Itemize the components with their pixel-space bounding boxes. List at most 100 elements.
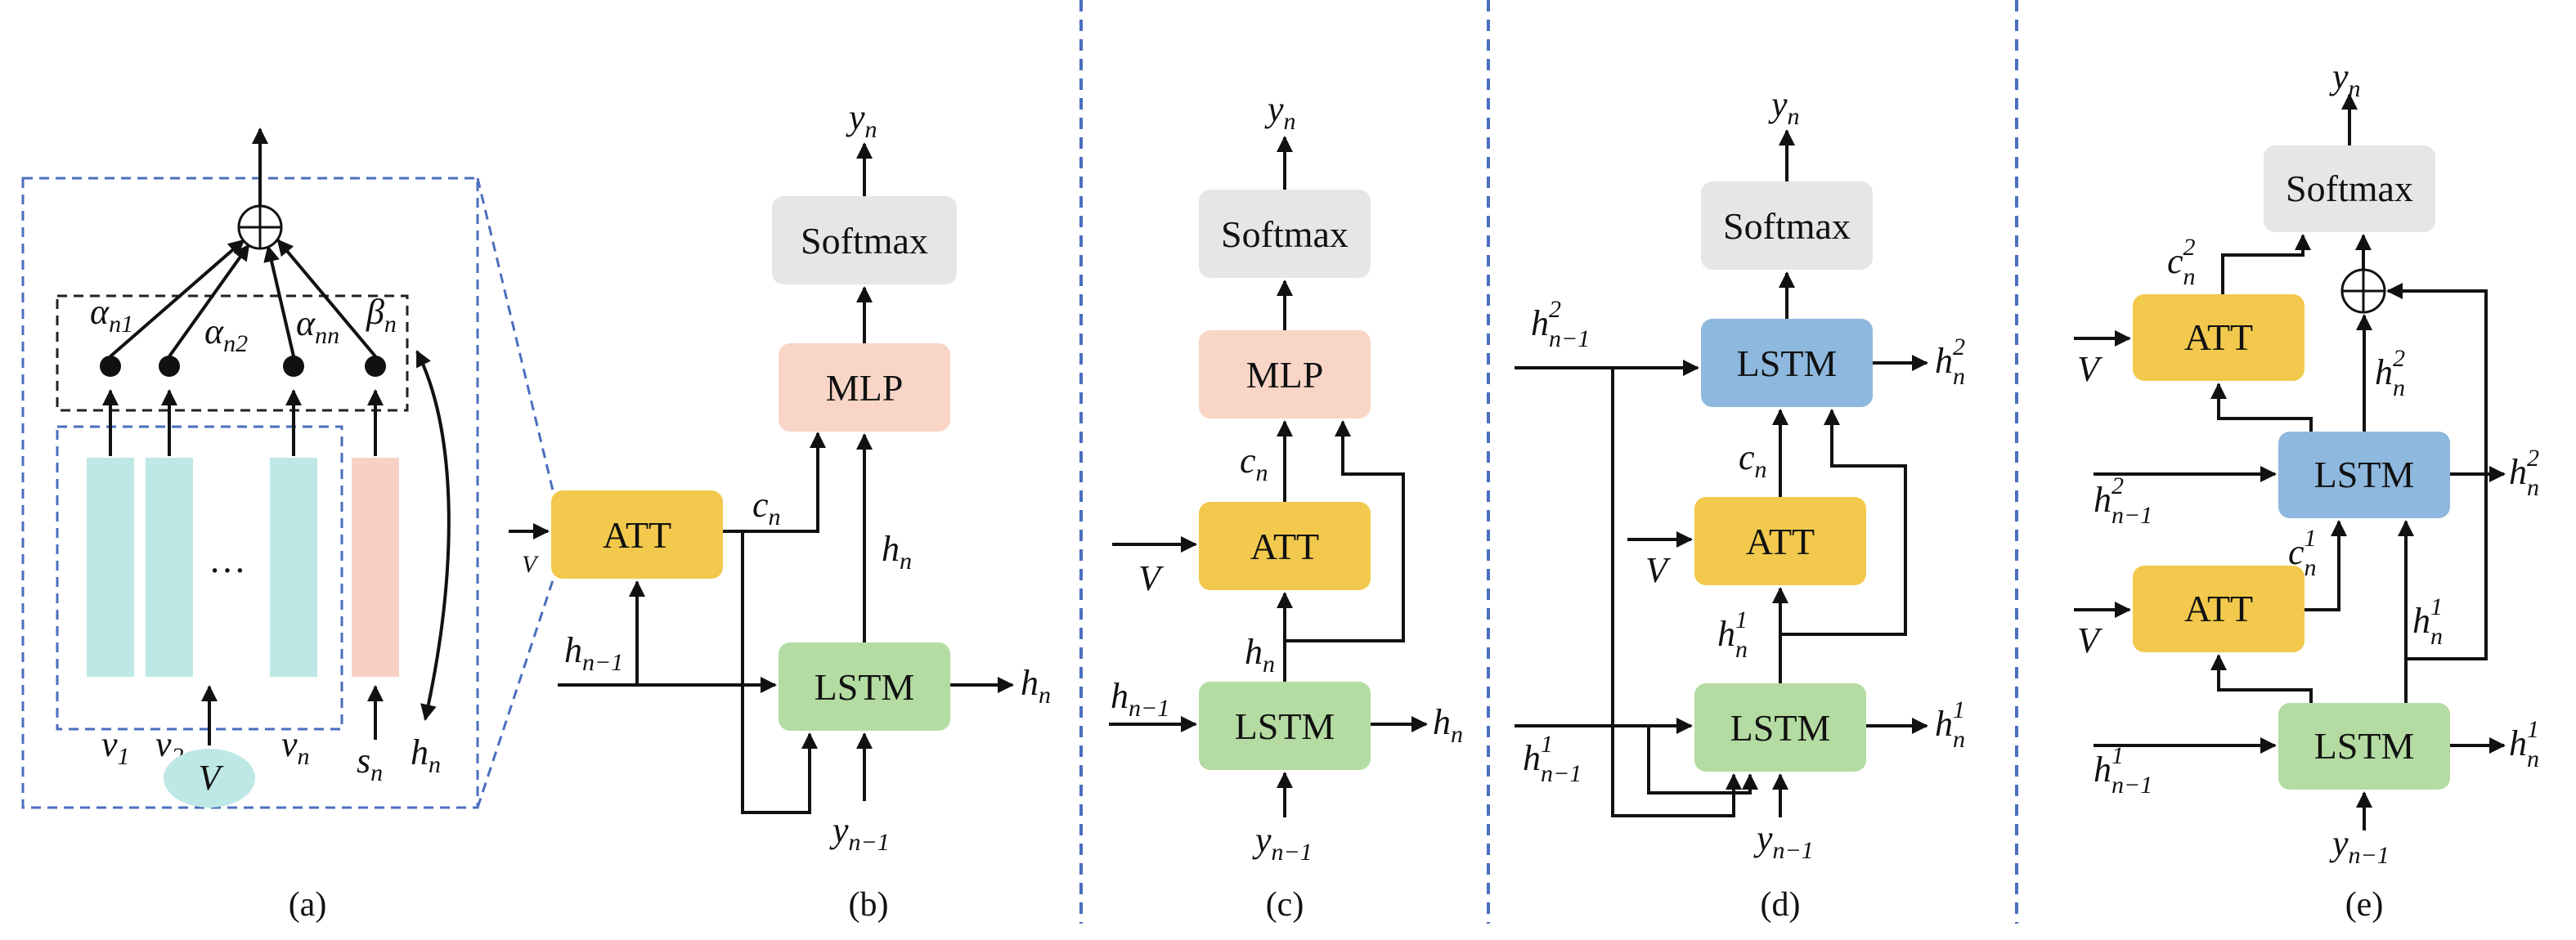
weight-dot-1 [100,356,121,377]
lstm2-box-e [2278,432,2450,518]
features-dashed-box [56,425,343,731]
weights-dashed-box [56,294,409,412]
label-hn-c-right: hn [1433,702,1463,748]
outer-dashed-box [21,177,479,809]
label-V2-e: V [2077,349,2103,389]
feature-bar-1 [87,458,134,677]
lstm2-box-d [1701,319,1873,407]
weight-dot-beta [365,356,386,377]
feature-bar-2 [146,458,193,677]
mlp-box-c [1199,330,1371,419]
lstm2-label-d: LSTM [1737,342,1838,384]
panel-label-c: (c) [1266,886,1304,924]
label-v1: v1 [101,724,130,770]
softmax-label-e: Softmax [2286,168,2413,209]
label-alpha-n2: αn2 [204,311,248,357]
label-V-b: V [522,551,540,578]
label-hnm1-c: hn−1 [1111,676,1169,722]
lstm1-label-e: LSTM [2314,725,2415,767]
softmax-box-e [2264,145,2435,232]
softmax-label-d: Softmax [1723,205,1851,247]
label-alpha-nn: αnn [296,303,339,349]
lstm-label-c: LSTM [1235,705,1335,747]
lstm1-label-d: LSTM [1730,707,1831,749]
label-cn-c: cn [1240,441,1268,486]
softmax-label-c: Softmax [1221,213,1349,255]
sentinel-bar [352,458,399,677]
panel-a: … v1 v2 vn V sn hn αn1 αn2 αnn βn [21,128,554,924]
att-box-c [1199,502,1371,590]
att2-box-e [2133,294,2304,381]
att-label-d: ATT [1746,521,1815,562]
lstm-label-b: LSTM [815,666,915,708]
mlp-box-b [779,343,950,432]
image-features-ellipse [164,749,255,808]
att1-box-e [2133,566,2304,652]
panel-label-d: (d) [1761,886,1801,924]
mlp-label-b: MLP [826,367,904,409]
zoom-line-bottom [476,580,554,808]
label-yn-c: yn [1264,89,1296,135]
softmax-box-c [1199,190,1371,278]
label-yn-d: yn [1768,84,1800,130]
weight-dot-2 [159,356,180,377]
zoom-line-top [476,177,554,491]
label-vn: vn [281,724,310,770]
panel-label-e: (e) [2345,886,2384,924]
label-beta-n: βn [366,292,397,338]
label-V-c: V [1138,558,1165,598]
label-hnm1-b: hn−1 [564,630,623,676]
lstm-box-b [779,642,950,731]
att1-label-e: ATT [2184,588,2253,629]
ellipsis: … [209,539,246,580]
label-hn-b-right: hn [1021,663,1051,709]
label-yn-e: yn [2329,56,2361,102]
label-V-a: V [199,758,225,798]
mlp-label-c: MLP [1246,354,1324,396]
att-box-d [1694,497,1866,585]
label-ynm1-e: yn−1 [2329,823,2390,869]
label-yn-b: yn [846,97,877,143]
label-sn: sn [357,741,383,786]
label-ynm1-d: yn−1 [1753,818,1814,864]
label-hn-c-mid: hn [1245,632,1275,678]
label-alpha-n1: αn1 [90,292,133,338]
panel-c: Softmax MLP ATT LSTM yn cn V hn hn−1 hn … [1109,89,1463,924]
label-V-d: V [1645,550,1672,590]
label-ynm1-b: yn−1 [829,810,890,856]
label-cn-b: cn [752,485,781,530]
lstm-box-c [1199,682,1371,770]
label-ynm1-c: yn−1 [1252,820,1313,866]
label-hn-b-mid: hn [882,529,912,575]
att-label-c: ATT [1250,526,1319,567]
softmax-box-b [772,196,957,284]
softmax-label-b: Softmax [801,220,928,262]
lstm1-box-d [1694,683,1866,772]
att-box-b [551,490,723,579]
weight-dot-n [283,356,304,377]
lstm2-label-e: LSTM [2314,454,2415,495]
panel-b: ATT MLP Softmax LSTM V hn−1 cn hn yn hn … [509,97,1051,924]
feature-bar-n [270,458,317,677]
lstm1-box-e [2278,703,2450,790]
panel-label-a: (a) [289,886,327,924]
label-cn-d: cn [1739,437,1767,483]
att-label-b: ATT [603,514,671,556]
panel-label-b: (b) [849,886,889,924]
label-hn-a: hn [411,732,441,778]
label-V1-e: V [2077,620,2103,660]
